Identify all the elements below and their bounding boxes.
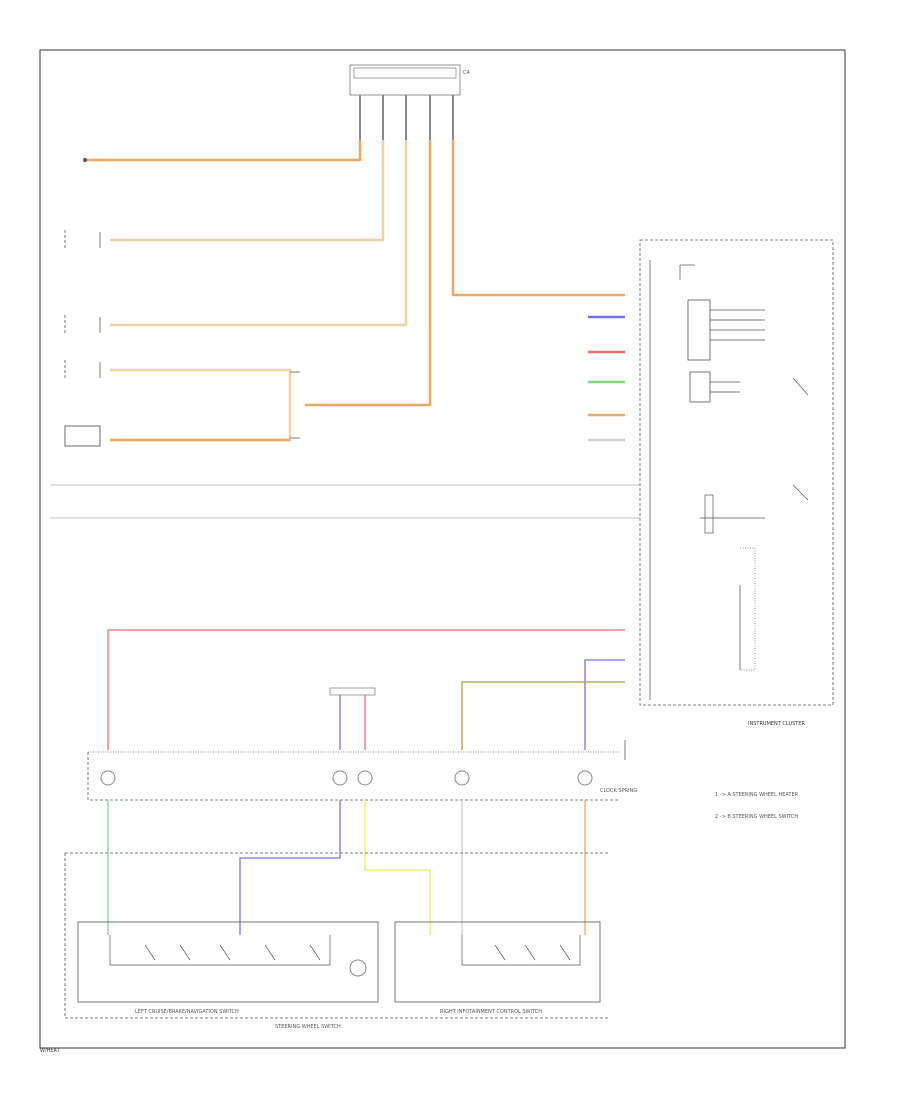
left-components bbox=[64, 158, 300, 447]
wire-blue-low bbox=[239, 800, 341, 935]
wire-orange-3 bbox=[451, 140, 625, 297]
note-1: 1 -> A STEERING WHEEL HEATER bbox=[715, 792, 799, 798]
wire-blue-main bbox=[584, 659, 625, 750]
diagram-border bbox=[39, 49, 846, 1049]
wire-tan-2 bbox=[110, 140, 408, 327]
note-2: 2 -> B STEERING WHEEL SWITCH bbox=[715, 814, 798, 820]
steering-wheel-switch: LEFT CRUISE/BRAKE/NAVIGATION SWITCH RIGH… bbox=[64, 852, 610, 1030]
wire-tan-3 bbox=[110, 368, 292, 442]
wire-red-main bbox=[107, 629, 625, 750]
connector-top-label: C4 bbox=[463, 70, 470, 76]
instrument-cluster: INSTRUMENT CLUSTER bbox=[639, 239, 834, 727]
clock-spring-label: CLOCK SPRING bbox=[600, 788, 637, 794]
wire-olive-main bbox=[461, 681, 625, 750]
top-connector: C4 bbox=[349, 64, 470, 140]
steering-switch-label: STEERING WHEEL SWITCH bbox=[275, 1024, 341, 1030]
right-switch-label: RIGHT INFOTAINMENT CONTROL SWITCH bbox=[440, 1009, 542, 1015]
wire-tan-1 bbox=[110, 140, 385, 242]
left-switch-label: LEFT CRUISE/BRAKE/NAVIGATION SWITCH bbox=[135, 1009, 239, 1015]
clock-spring bbox=[87, 740, 626, 801]
cluster-title: INSTRUMENT CLUSTER bbox=[748, 721, 806, 727]
wire-orange-2 bbox=[305, 140, 432, 407]
wire-yellow-low bbox=[364, 800, 431, 935]
wire-orange-1 bbox=[85, 140, 362, 162]
footer-mark: W/HEAT bbox=[40, 1048, 61, 1054]
